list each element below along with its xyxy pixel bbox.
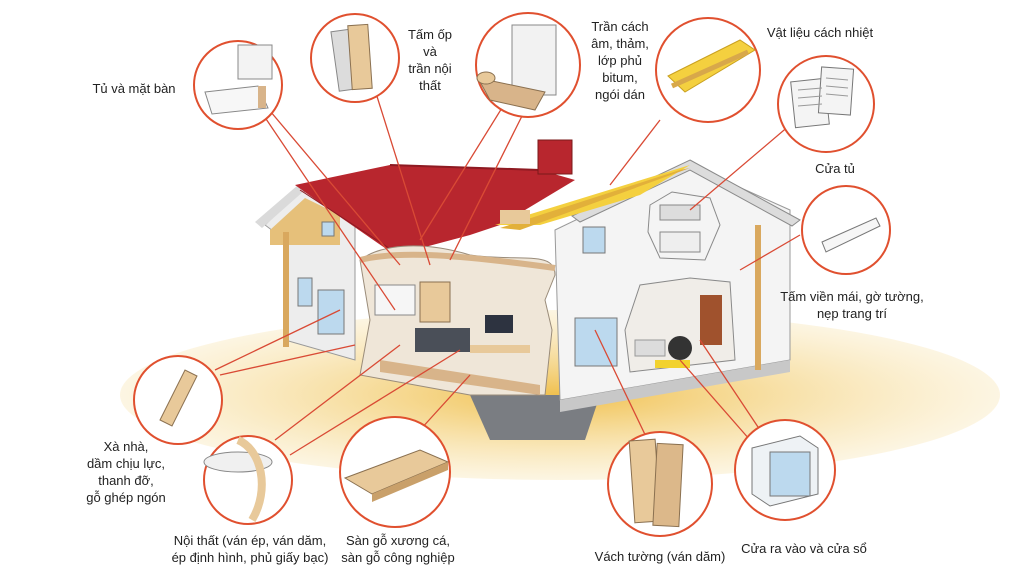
callout-insulation — [655, 17, 761, 123]
label-cabinets: Tủ và mặt bàn — [92, 81, 176, 96]
callout-furniture — [203, 435, 293, 525]
callout-wall-panels — [310, 13, 400, 103]
leader-lines — [214, 89, 801, 456]
callout-flooring — [339, 416, 451, 528]
label-ceiling: Trần cách âm, thảm, lớp phủ bitum, ngói … — [591, 19, 649, 102]
interior-cutaway — [359, 245, 556, 396]
callout-ceiling — [475, 12, 581, 118]
label-wall-partition: Vách tường (ván dăm) — [594, 549, 726, 564]
callout-trim — [801, 185, 891, 275]
roof-insulation — [495, 165, 690, 230]
callout-doors-windows — [734, 419, 836, 521]
label-trim: Tấm viền mái, gờ tường, nẹp trang trí — [780, 289, 924, 321]
label-flooring: Sàn gỗ xương cá, sàn gỗ công nghiệp — [341, 533, 455, 565]
callout-cabinets — [193, 40, 283, 130]
callout-cabinet-doors — [777, 55, 875, 153]
label-doors-windows: Cửa ra vào và cửa sổ — [741, 541, 867, 556]
label-insulation: Vật liệu cách nhiệt — [766, 25, 874, 40]
callout-wall-partition — [607, 431, 713, 537]
label-wall-panels: Tấm ốp và trần nội thất — [407, 27, 453, 93]
kitchen-cutaway — [647, 191, 721, 261]
garage-cutaway — [624, 277, 736, 373]
label-furniture: Nội thất (ván ép, ván dăm, ép định hình,… — [171, 533, 329, 565]
chimney — [537, 139, 573, 175]
label-beams: Xà nhà, dầm chịu lực, thanh đỡ, gỗ ghép … — [86, 439, 166, 505]
callout-beams — [133, 355, 223, 445]
label-cabinet-doors: Cửa tủ — [815, 161, 855, 176]
